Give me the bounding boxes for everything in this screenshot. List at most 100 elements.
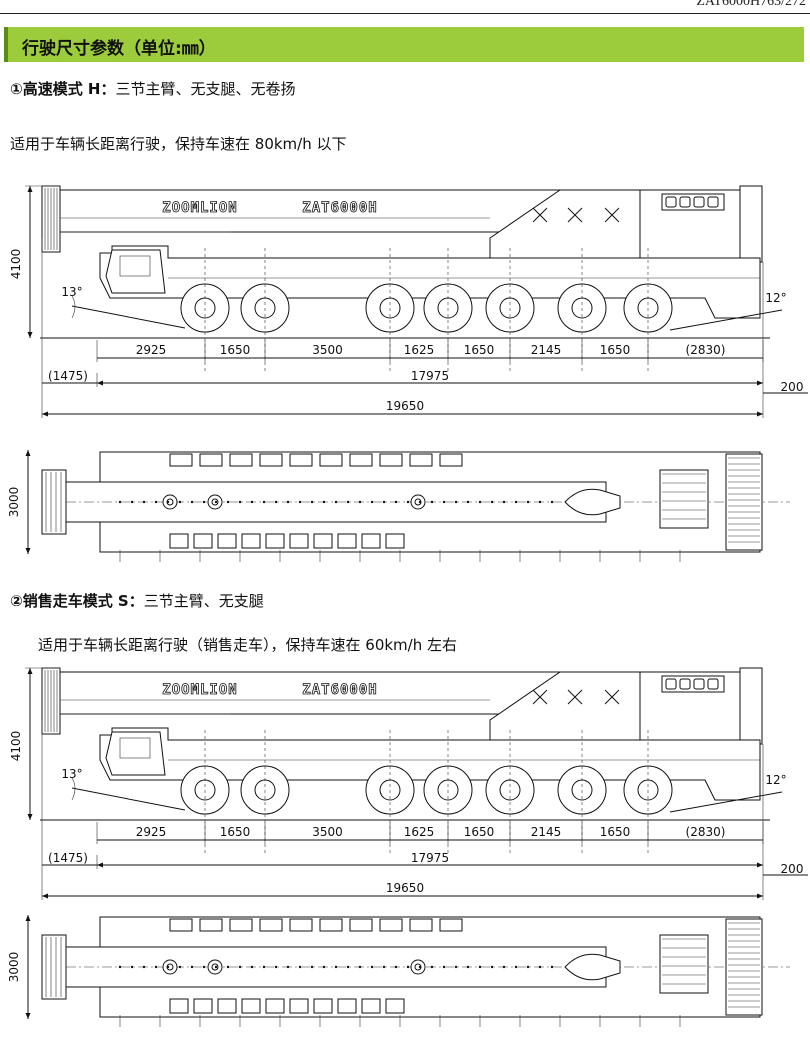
side-box (385, 998, 405, 1014)
dimension-arrow (97, 380, 103, 386)
counterweight-block (707, 678, 719, 690)
boom-dot (490, 500, 494, 504)
boom-dot (526, 965, 530, 969)
counterweight-block (693, 678, 705, 690)
spacing-label-1: 2925 (136, 825, 167, 839)
boom-dot (322, 965, 326, 969)
boom-pin (410, 959, 426, 975)
spacing-label-5: 1650 (464, 343, 495, 357)
boom-pin (162, 494, 178, 510)
boom-dot (478, 500, 482, 504)
side-box (229, 918, 253, 932)
side-box (385, 533, 405, 549)
side-box (193, 998, 213, 1014)
boom-dot (190, 500, 194, 504)
boom-dot (430, 965, 434, 969)
boom-dot (154, 500, 158, 504)
boom-dot (166, 965, 170, 969)
departure-angle-label: 12° (765, 773, 786, 787)
boom-dot (466, 965, 470, 969)
document-code: ZAT6000H763/272 (696, 0, 806, 9)
boom-dot (442, 500, 446, 504)
side-box (337, 533, 357, 549)
cross-mark (567, 207, 583, 223)
counterweight-block (679, 196, 691, 208)
boom-dot (250, 500, 254, 504)
boom-dot (406, 500, 410, 504)
side-box (259, 918, 283, 932)
boom-dot (154, 965, 158, 969)
spacing-label-5: 1650 (464, 825, 495, 839)
side-box (439, 918, 463, 932)
side-box (361, 533, 381, 549)
spacing-label-7: 1650 (600, 343, 631, 357)
dimension-arrow (757, 893, 763, 899)
boom-dot (418, 500, 422, 504)
side-box (409, 918, 433, 932)
boom-dot (142, 500, 146, 504)
side-box (265, 533, 285, 549)
dimension-arrow (27, 814, 33, 820)
side-box (193, 533, 213, 549)
side-box (313, 998, 333, 1014)
departure-angle-line (669, 791, 783, 813)
side-box (409, 453, 433, 467)
boom-dot (274, 500, 278, 504)
mode-1-prefix: ①高速模式 H： (10, 80, 116, 98)
boom-dot (322, 500, 326, 504)
boom-dot (358, 965, 362, 969)
side-box (217, 533, 237, 549)
boom-dot (334, 500, 338, 504)
side-box (199, 918, 223, 932)
side-box (379, 453, 403, 467)
boom-dot (214, 965, 218, 969)
approach-angle-arc (71, 777, 76, 801)
spacing-label-3: 3500 (312, 825, 343, 839)
counterweight-block (693, 196, 705, 208)
boom-dot (502, 500, 506, 504)
boom-head-top (41, 469, 67, 535)
spacing-label-2: 1650 (220, 825, 251, 839)
chassis-body (99, 727, 761, 801)
boom-dot (130, 500, 134, 504)
boom-dot (286, 965, 290, 969)
chassis-body (99, 245, 761, 319)
dimension-arrow (42, 411, 48, 417)
cab-window (119, 737, 151, 759)
rear-extra-label: 200 (781, 862, 804, 876)
boom-dot (238, 500, 242, 504)
dimension-arrow (25, 915, 31, 921)
dimension-arrow (757, 380, 763, 386)
boom-dot (274, 965, 278, 969)
dimension-arrow (42, 893, 48, 899)
rear-frame (739, 667, 763, 745)
boom-dot (382, 965, 386, 969)
mode-1-title: ①高速模式 H：三节主臂、无支腿、无卷扬 (10, 78, 296, 99)
boom-dot (226, 965, 230, 969)
height-label: 4100 (9, 731, 23, 762)
dimension-arrow (757, 862, 763, 868)
boom-dot (346, 965, 350, 969)
counterweight-block (679, 678, 691, 690)
boom-dot (178, 965, 182, 969)
boom-dot (370, 965, 374, 969)
boom-dot (538, 965, 542, 969)
spacing-label-7: 1650 (600, 825, 631, 839)
mode-1-description: 适用于车辆长距离行驶，保持车速在 80km/h 以下 (10, 135, 347, 153)
dimension-arrow (757, 411, 763, 417)
dimension-arrow (25, 1013, 31, 1019)
rear-radiator (725, 453, 763, 551)
counterweight-block (665, 678, 677, 690)
rear-extra-label: 200 (781, 380, 804, 394)
side-box (229, 453, 253, 467)
side-box (199, 453, 223, 467)
side-box (313, 533, 333, 549)
boom-dot (538, 500, 542, 504)
slewing-ring (564, 488, 621, 516)
spacing-label-8: (2830) (686, 825, 726, 839)
mode-1-top-view-drawing: 3000 (7, 450, 790, 562)
boom-pin (162, 959, 178, 975)
brand-logo: ZOOMLION (162, 682, 237, 698)
overall-length-label: 19650 (386, 881, 424, 895)
boom-dot (394, 965, 398, 969)
